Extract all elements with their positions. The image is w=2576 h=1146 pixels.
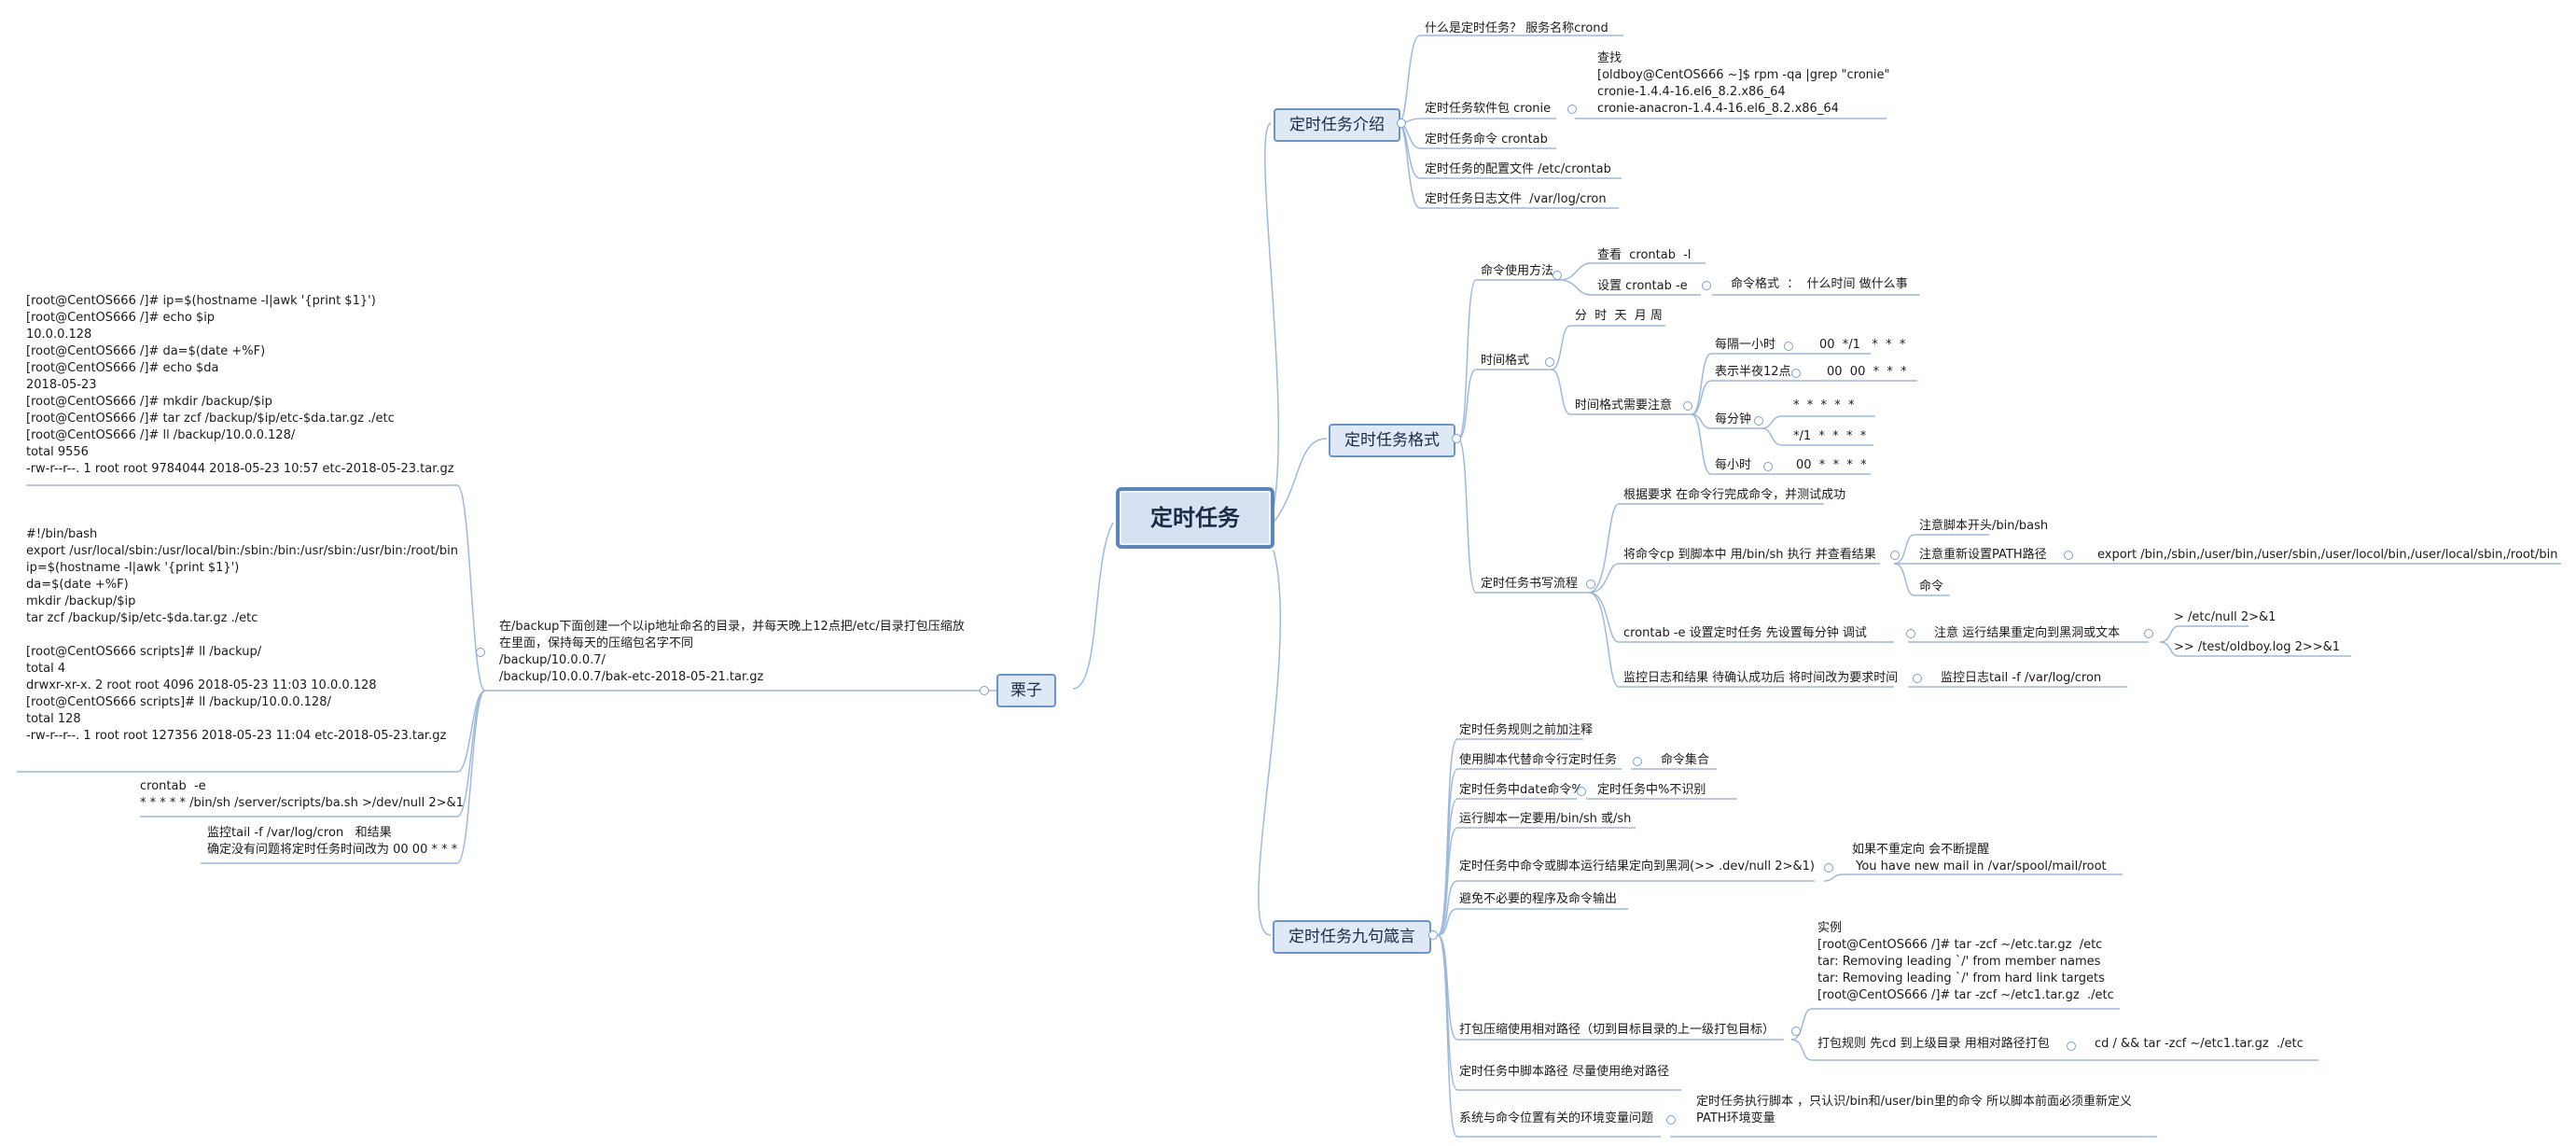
note-hourly-value[interactable]: 00 */1 * * *: [1819, 338, 1906, 352]
rule-detail[interactable]: 定时任务执行脚本 ，只认识/bin和/user/bin里的命令 所以脚本前面必须…: [1696, 1095, 2132, 1125]
rule-detail[interactable]: 定时任务中%不识别: [1597, 783, 1706, 797]
intro-item[interactable]: 定时任务软件包 cronie: [1425, 102, 1552, 116]
note-minute-value[interactable]: */1 * * * *: [1793, 429, 1867, 443]
flow-step-3-note[interactable]: 注意 运行结果重定向到黑洞或文本: [1934, 626, 2121, 640]
example-block-monitor[interactable]: 监控tail -f /var/log/cron 和结果 确定没有问题将定时任务时…: [207, 826, 458, 857]
collapse-toggle-icon[interactable]: [2064, 551, 2073, 560]
collapse-toggle-icon[interactable]: [1906, 629, 1915, 638]
collapse-toggle-icon[interactable]: [1553, 271, 1562, 280]
flow-step-2-command[interactable]: 命令: [1919, 580, 1944, 594]
example-block-crontab[interactable]: crontab -e * * * * * /bin/sh /server/scr…: [140, 779, 464, 810]
collapse-toggle-icon[interactable]: [2067, 1041, 2076, 1051]
rule-detail[interactable]: 如果不重定向 会不断提醒 You have new mail in /var/s…: [1852, 843, 2107, 873]
collapse-toggle-icon[interactable]: [1683, 401, 1692, 411]
collapse-toggle-icon[interactable]: [1791, 1027, 1801, 1036]
flow-step-4[interactable]: 监控日志和结果 待确认成功后 将时间改为要求时间: [1623, 671, 1899, 685]
rule-item[interactable]: 运行脚本一定要用/bin/sh 或/sh: [1459, 812, 1632, 826]
collapse-toggle-icon[interactable]: [1784, 342, 1793, 351]
rule-item[interactable]: 定时任务中date命令%: [1459, 783, 1583, 797]
rule-detail[interactable]: 命令集合: [1661, 753, 1710, 767]
note-midnight-value[interactable]: 00 00 * * *: [1827, 365, 1907, 379]
note-midnight[interactable]: 表示半夜12点: [1715, 365, 1791, 379]
format-flow[interactable]: 定时任务书写流程: [1481, 577, 1579, 591]
format-time-format[interactable]: 时间格式: [1481, 354, 1530, 368]
flow-step-3-redirect[interactable]: >> /test/oldboy.log 2>>&1: [2174, 640, 2341, 654]
collapse-toggle-icon[interactable]: [1824, 863, 1833, 873]
collapse-toggle-icon[interactable]: [1633, 757, 1642, 766]
example-task[interactable]: 在/backup下面创建一个以ip地址命名的目录，并每天晚上12点把/etc/目…: [499, 620, 965, 684]
intro-item[interactable]: 定时任务命令 crontab: [1425, 133, 1548, 147]
collapse-toggle-icon[interactable]: [1913, 674, 1922, 683]
collapse-toggle-icon[interactable]: [1577, 787, 1586, 796]
collapse-toggle-icon[interactable]: [2144, 629, 2153, 638]
format-usage-set-detail[interactable]: 命令格式 ： 什么时间 做什么事: [1731, 277, 1908, 291]
rule-item[interactable]: 定时任务中脚本路径 尽量使用绝对路径: [1459, 1065, 1670, 1079]
collapse-toggle-icon[interactable]: [1586, 580, 1595, 589]
collapse-toggle-icon[interactable]: [1702, 281, 1711, 290]
format-usage[interactable]: 命令使用方法: [1481, 264, 1554, 278]
note-minute-value[interactable]: * * * * *: [1793, 398, 1855, 412]
topic-rules[interactable]: 定时任务九句箴言: [1273, 920, 1431, 954]
collapse-toggle-icon[interactable]: [1754, 416, 1763, 426]
rule-item[interactable]: 使用脚本代替命令行定时任务: [1459, 753, 1618, 767]
rule-detail[interactable]: 打包规则 先cd 到上级目录 用相对路径打包: [1817, 1037, 2050, 1051]
collapse-toggle-icon[interactable]: [1452, 434, 1461, 443]
collapse-toggle-icon[interactable]: [980, 686, 989, 695]
format-time-notes[interactable]: 时间格式需要注意: [1575, 398, 1673, 412]
format-time-fields[interactable]: 分 时 天 月 周: [1575, 309, 1663, 323]
flow-step-1[interactable]: 根据要求 在命令行完成命令，并测试成功: [1623, 488, 1846, 502]
intro-item[interactable]: 定时任务的配置文件 /etc/crontab: [1425, 162, 1611, 176]
flow-step-4-monitor[interactable]: 监控日志tail -f /var/log/cron: [1941, 671, 2102, 685]
rule-detail[interactable]: cd / && tar -zcf ~/etc1.tar.gz ./etc: [2095, 1037, 2304, 1051]
rule-item[interactable]: 定时任务规则之前加注释: [1459, 723, 1594, 737]
topic-example[interactable]: 栗子: [996, 674, 1056, 707]
format-usage-set[interactable]: 设置 crontab -e: [1597, 279, 1688, 293]
collapse-toggle-icon[interactable]: [1545, 357, 1554, 367]
topic-intro[interactable]: 定时任务介绍: [1274, 108, 1400, 142]
rule-item[interactable]: 打包压缩使用相对路径（切到目标目录的上一级打包目标）: [1459, 1023, 1775, 1037]
note-hourly[interactable]: 每隔一小时: [1715, 338, 1776, 352]
intro-item[interactable]: 定时任务日志文件 /var/log/cron: [1425, 192, 1607, 206]
format-usage-view[interactable]: 查看 crontab -l: [1597, 248, 1692, 262]
collapse-toggle-icon[interactable]: [1890, 551, 1900, 560]
flow-step-2-bash[interactable]: 注意脚本开头/bin/bash: [1919, 519, 2049, 533]
note-hour[interactable]: 每小时: [1715, 458, 1752, 472]
note-hour-value[interactable]: 00 * * * *: [1796, 458, 1867, 472]
flow-step-2-path[interactable]: 注意重新设置PATH路径: [1919, 548, 2047, 562]
rule-example[interactable]: 实例 [root@CentOS666 /]# tar -zcf ~/etc.ta…: [1817, 921, 2114, 1002]
flow-step-2[interactable]: 将命令cp 到脚本中 用/bin/sh 执行 并查看结果: [1623, 548, 1876, 562]
example-block-script[interactable]: #!/bin/bash export /usr/local/sbin:/usr/…: [26, 527, 458, 743]
collapse-toggle-icon[interactable]: [1428, 930, 1438, 940]
intro-cronie-detail[interactable]: 查找 [oldboy@CentOS666 ~]$ rpm -qa |grep "…: [1597, 51, 1890, 116]
flow-step-2-path-value[interactable]: export /bin,/sbin,/user/bin,/user/sbin,/…: [2097, 548, 2558, 562]
collapse-toggle-icon[interactable]: [476, 648, 485, 657]
note-minute[interactable]: 每分钟: [1715, 412, 1752, 426]
collapse-toggle-icon[interactable]: [1791, 369, 1801, 378]
topic-format[interactable]: 定时任务格式: [1329, 424, 1455, 457]
collapse-toggle-icon[interactable]: [1666, 1115, 1676, 1125]
rule-item[interactable]: 系统与命令位置有关的环境变量问题: [1459, 1111, 1654, 1125]
collapse-toggle-icon[interactable]: [1397, 119, 1406, 128]
flow-step-3-redirect[interactable]: > /etc/null 2>&1: [2174, 610, 2277, 624]
collapse-toggle-icon[interactable]: [1567, 105, 1577, 114]
intro-item[interactable]: 什么是定时任务？ 服务名称crond: [1425, 21, 1608, 35]
example-block-commands[interactable]: [root@CentOS666 /]# ip=$(hostname -I|awk…: [26, 294, 454, 476]
flow-step-3[interactable]: crontab -e 设置定时任务 先设置每分钟 调试: [1623, 626, 1867, 640]
rule-item[interactable]: 定时任务中命令或脚本运行结果定向到黑洞(>> .dev/null 2>&1): [1459, 860, 1815, 873]
rule-item[interactable]: 避免不必要的程序及命令输出: [1459, 892, 1618, 906]
root-topic[interactable]: 定时任务: [1116, 487, 1274, 549]
collapse-toggle-icon[interactable]: [1763, 462, 1773, 471]
